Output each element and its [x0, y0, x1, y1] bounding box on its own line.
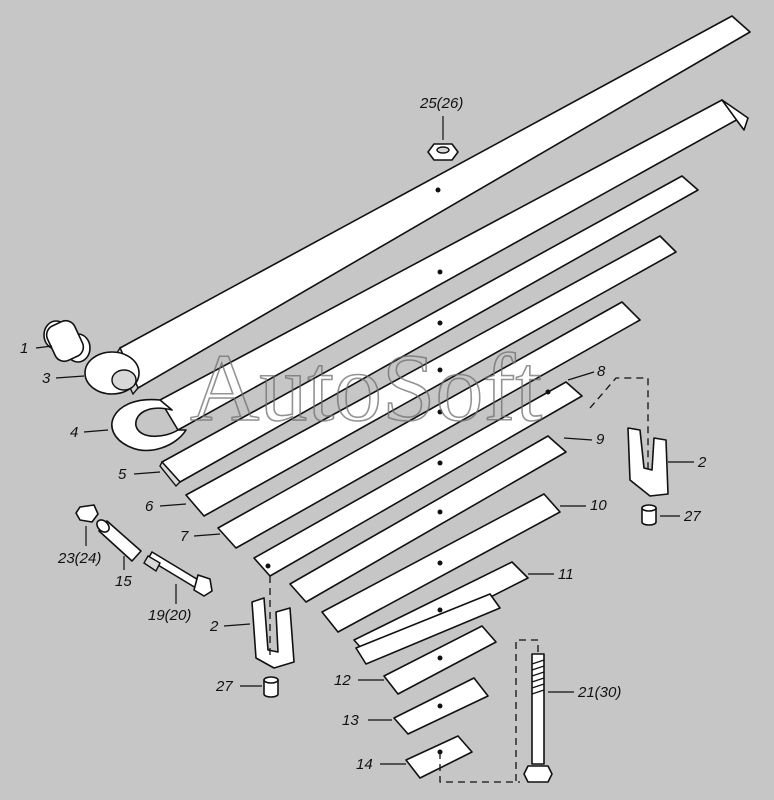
leaf-8 — [253, 381, 583, 577]
leaf-bottom — [405, 735, 473, 779]
callout-27-right: 27 — [683, 508, 701, 525]
rivet-cap-left — [263, 676, 279, 698]
centre-bolt — [439, 639, 553, 783]
callout-15: 15 — [115, 573, 132, 590]
rivet-cap-right — [641, 504, 657, 526]
u-clip-right — [589, 377, 669, 497]
callout-9: 9 — [596, 431, 605, 448]
callout-14: 14 — [356, 756, 373, 773]
second-leaf-wrapped-eye — [111, 99, 749, 452]
main-leaf-with-eye — [84, 15, 751, 396]
callout-12: 12 — [334, 672, 351, 689]
leaf-12 — [355, 593, 501, 665]
callout-23-24: 23(24) — [57, 550, 101, 567]
pin-nut — [75, 504, 99, 523]
callout-1: 1 — [20, 340, 28, 357]
bushing — [43, 319, 91, 363]
callout-3: 3 — [42, 370, 51, 387]
callout-13: 13 — [342, 712, 359, 729]
callout-2-left: 2 — [209, 618, 219, 635]
callout-10: 10 — [590, 497, 607, 514]
leaf-14 — [393, 677, 489, 735]
callout-25-26: 25(26) — [419, 95, 463, 112]
leaf-9 — [289, 435, 567, 603]
pin-bolt — [143, 551, 213, 597]
callout-19-20: 19(20) — [148, 607, 191, 624]
callout-5: 5 — [118, 466, 127, 483]
leader-lines — [35, 116, 694, 765]
callout-27-left: 27 — [215, 678, 233, 695]
callout-6: 6 — [145, 498, 154, 515]
callout-4: 4 — [70, 424, 78, 441]
watermark: AutoSoft — [190, 334, 542, 441]
leaf-7 — [217, 301, 641, 549]
u-clip-left — [251, 576, 295, 669]
spring-pin — [96, 519, 142, 562]
callout-21-30: 21(30) — [577, 684, 621, 701]
callout-7: 7 — [180, 528, 189, 545]
callout-11: 11 — [558, 566, 574, 583]
callout-8: 8 — [597, 363, 606, 380]
leaf-5 — [159, 175, 699, 488]
callout-2-right: 2 — [697, 454, 707, 471]
centre-bolt-nut — [427, 143, 459, 161]
leaf-6 — [185, 235, 677, 517]
leaf-13 — [383, 625, 497, 695]
